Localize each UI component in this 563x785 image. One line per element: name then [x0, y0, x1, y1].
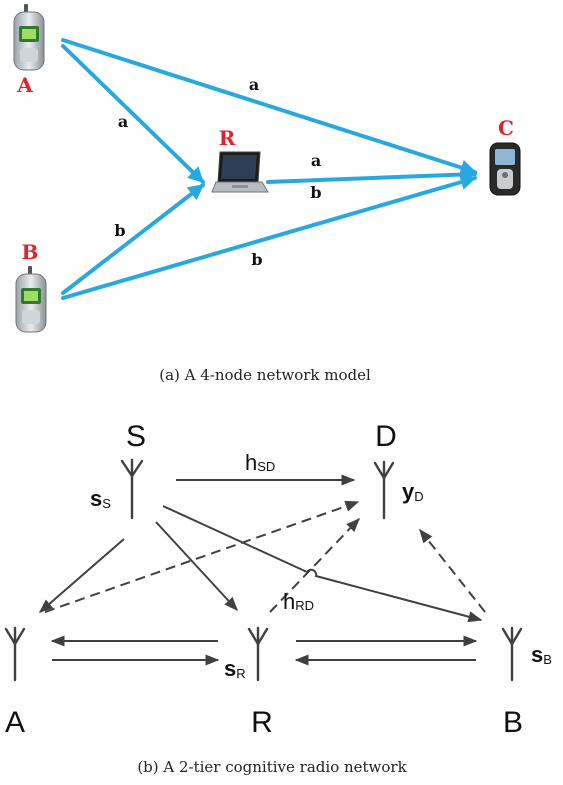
edge-label-r-to-c-top: a: [311, 151, 321, 170]
link-s-to-b: [162, 505, 483, 623]
phone-b-icon: [15, 266, 47, 333]
figure-b: S D A R B sS yD sR sB hSD: [4, 420, 552, 776]
link-s-to-a: [38, 538, 125, 613]
laptop-r-icon: [211, 151, 269, 193]
figure-a-arrows: [61, 38, 477, 300]
antennas: [4, 458, 523, 682]
channel-h-sd: hSD: [245, 450, 275, 475]
antenna-d-icon: [373, 460, 395, 520]
caption-a: (a) A 4-node network model: [159, 366, 371, 384]
arrow-a-to-r: [61, 44, 205, 184]
edge-label-r-to-c-bottom: b: [310, 183, 321, 202]
antenna-a-icon: [4, 626, 26, 682]
link-b-to-d: [419, 528, 486, 613]
node-a2-label: A: [5, 706, 25, 739]
channel-h-rd: hRD: [283, 589, 314, 614]
link-s-to-r: [155, 521, 238, 612]
phone-a-icon: [13, 4, 45, 71]
edge-label-b-to-c: b: [251, 250, 262, 269]
arrow-a-to-c: [61, 38, 477, 176]
node-d-label: D: [375, 420, 397, 453]
figure-a: A B R C a a b: [13, 4, 521, 384]
link-r-to-d: [269, 517, 360, 613]
antenna-r-icon: [247, 626, 269, 682]
arrow-b-to-r: [61, 183, 205, 295]
node-b2-label: B: [503, 706, 523, 739]
dashed-links: [44, 500, 486, 613]
edge-label-a-to-r: a: [118, 112, 128, 131]
antenna-s-icon: [120, 458, 144, 520]
signal-y-d: yD: [402, 479, 424, 504]
signal-s-b: sB: [531, 642, 552, 667]
antenna-b-icon: [501, 626, 523, 682]
node-s-label: S: [126, 420, 146, 453]
phone-c-icon: [489, 142, 521, 196]
node-c-label: C: [498, 116, 514, 140]
arrow-r-to-c: [266, 166, 477, 184]
node-r2-label: R: [251, 706, 273, 739]
node-b-label: B: [22, 240, 39, 264]
arrow-b-to-c: [61, 174, 477, 300]
signal-s-s: sS: [90, 486, 111, 511]
link-a-to-d: [44, 500, 360, 613]
node-r-label: R: [219, 126, 236, 150]
signal-s-r: sR: [224, 656, 246, 681]
caption-b: (b) A 2-tier cognitive radio network: [137, 758, 407, 776]
edge-label-b-to-r: b: [114, 221, 125, 240]
edge-label-a-to-c: a: [249, 75, 259, 94]
node-a-label: A: [16, 73, 33, 97]
